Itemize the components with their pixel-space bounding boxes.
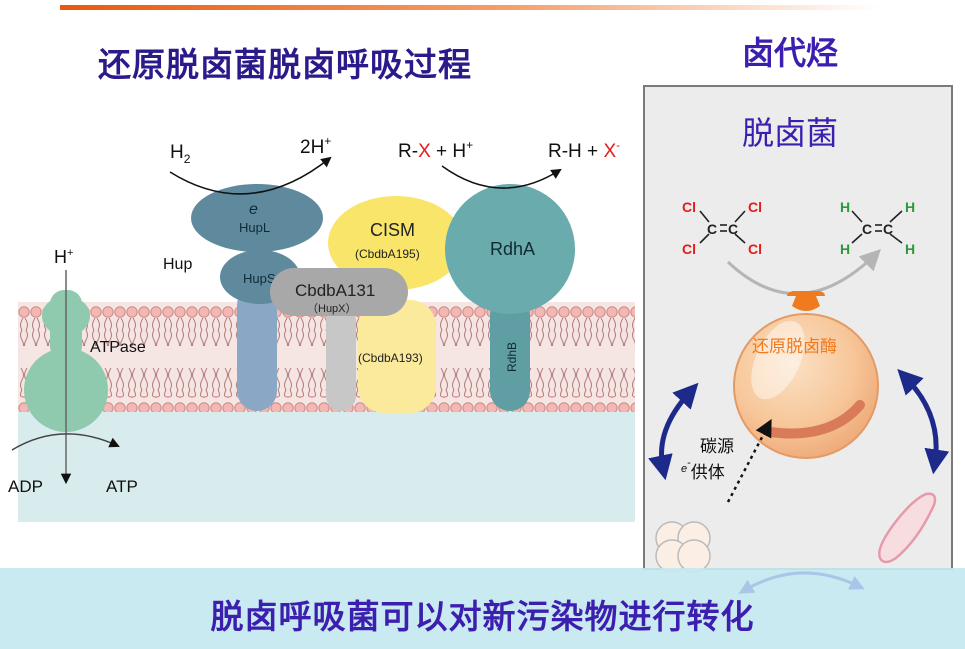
electron-label: e xyxy=(249,201,258,218)
svg-text:H: H xyxy=(840,241,850,257)
cbdba131-anchor xyxy=(326,305,356,411)
svg-text:Cl: Cl xyxy=(682,241,696,257)
rod-cell xyxy=(878,492,937,564)
atp-label: ATP xyxy=(106,477,138,496)
two-proton-label: 2H+ xyxy=(300,134,331,158)
hupl-label: HupL xyxy=(239,220,270,235)
hups-label: HupS xyxy=(243,271,276,286)
tetrachloroethene-bonds xyxy=(699,210,746,244)
svg-text:Cl: Cl xyxy=(748,241,762,257)
cell-inner-arc xyxy=(765,400,865,439)
rdha-label: RdhA xyxy=(490,239,535,259)
product-label: R-H + X- xyxy=(548,138,620,162)
hup-membrane-anchor xyxy=(237,285,277,411)
h2-label: H2 xyxy=(170,142,191,166)
cism-label: CISM xyxy=(370,220,415,240)
cell-highlight xyxy=(751,320,805,400)
svg-text:H: H xyxy=(840,199,850,215)
right-cycle-arrow xyxy=(897,369,950,475)
conversion-arrow xyxy=(726,249,881,295)
top-accent-bar xyxy=(60,5,880,10)
adp-label: ADP xyxy=(8,477,43,496)
panel-title: 脱卤菌 xyxy=(742,114,839,152)
svg-text:H: H xyxy=(905,241,915,257)
svg-text:Cl: Cl xyxy=(682,199,696,215)
rdhb-protein xyxy=(490,295,530,411)
right-title: 卤代烃 xyxy=(742,34,839,72)
substrate-label: R-X + H+ xyxy=(398,138,473,162)
rdhb-label: RdhB xyxy=(505,342,519,372)
pce-carbon-left: C xyxy=(707,221,717,237)
h2-oxidation-arrow xyxy=(169,156,332,195)
hupl-subunit xyxy=(191,184,323,252)
cbdba131-protein xyxy=(270,268,408,316)
ethene-carbon-right: C xyxy=(883,221,893,237)
main-title: 还原脱卤菌脱卤呼吸过程 xyxy=(98,45,472,84)
dehalogenation-arrow xyxy=(441,165,562,189)
rdha-protein xyxy=(445,184,575,314)
adp-atp-arrow xyxy=(11,433,120,451)
enzyme-label: 还原脱卤酶 xyxy=(752,337,837,356)
ethene-molecule: H H H H xyxy=(840,199,915,257)
ethene-carbon-left: C xyxy=(862,221,872,237)
cbdba131-label: CbdbA131 xyxy=(295,281,375,300)
cism-protein xyxy=(328,196,464,290)
pce-carbon-right: C xyxy=(728,221,738,237)
left-cycle-arrow xyxy=(648,382,699,481)
cytoplasm-region xyxy=(18,412,635,522)
ethene-bonds xyxy=(851,210,903,244)
tetrachloroethene-molecule: Cl Cl Cl Cl xyxy=(682,199,762,257)
cbdba193-label: (CbdbA193) xyxy=(358,351,423,365)
coccus-cell-cluster xyxy=(655,521,711,573)
atpase-label: ATPase xyxy=(90,339,146,356)
svg-text:Cl: Cl xyxy=(748,199,762,215)
svg-text:H: H xyxy=(905,199,915,215)
donor-arrow xyxy=(726,418,772,503)
bottom-conclusion-text: 脱卤呼吸菌可以对新污染物进行转化 xyxy=(210,597,755,636)
carbon-source-label: 碳源 xyxy=(700,437,734,456)
proton-label: H+ xyxy=(54,247,73,267)
enzyme-active-site xyxy=(787,291,825,311)
cism-membrane-part xyxy=(358,300,436,413)
hupx-label: （HupX） xyxy=(307,302,357,315)
electron-donor-label: e-供体 xyxy=(681,457,725,482)
cbdba195-label: (CbdbA195) xyxy=(355,247,420,261)
hup-label: Hup xyxy=(163,256,192,273)
